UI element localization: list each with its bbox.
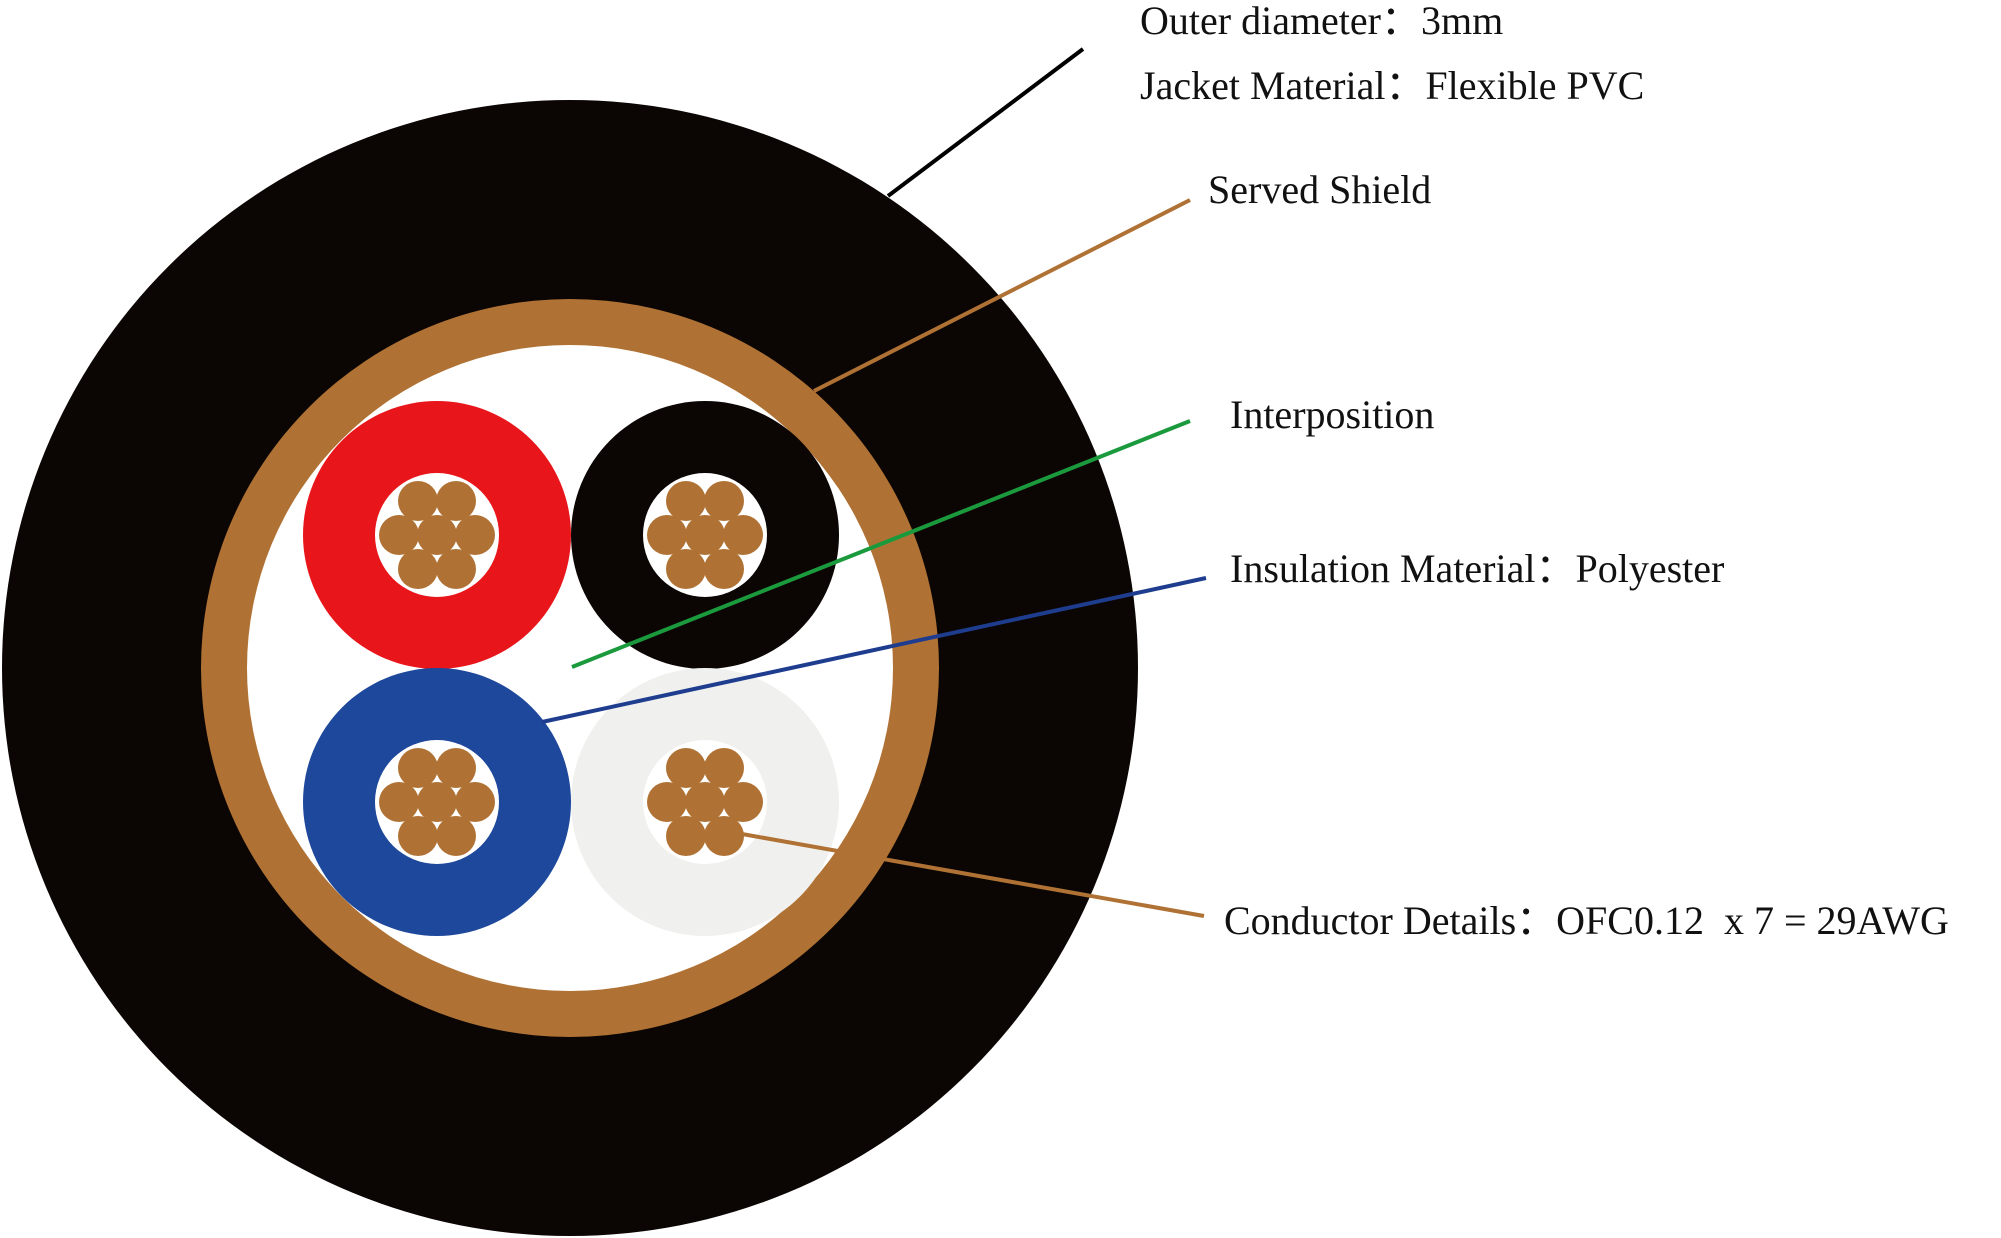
leader-line-jacket xyxy=(886,47,1085,198)
conductor-strands-black xyxy=(647,481,763,589)
conductor-strands-blue xyxy=(379,748,495,856)
leader-line-conductor xyxy=(741,832,1205,918)
label-outer-diameter: Outer diameter：3mm xyxy=(1140,0,1503,43)
conductor-strands-red xyxy=(379,481,495,589)
label-interposition: Interposition xyxy=(1230,392,1434,437)
label-served-shield: Served Shield xyxy=(1208,167,1431,212)
leader-line-insulation xyxy=(541,576,1207,724)
leader-line-interposition xyxy=(571,419,1191,669)
conductor-strands-white xyxy=(647,748,763,856)
label-insulation-material: Insulation Material：Polyester xyxy=(1230,546,1724,591)
leader-line-served-shield xyxy=(813,198,1191,393)
label-conductor-details: Conductor Details：OFC0.12 x 7 = 29AWG xyxy=(1224,898,1949,943)
label-jacket-material: Jacket Material：Flexible PVC xyxy=(1140,63,1644,108)
